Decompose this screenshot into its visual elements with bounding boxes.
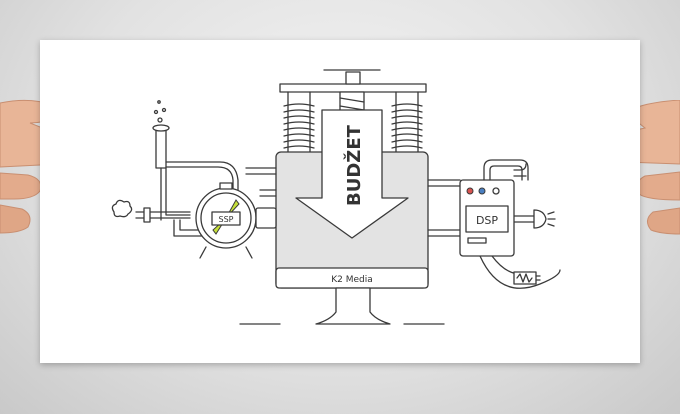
dsp-screen: [465, 205, 509, 233]
dial-connector: [255, 207, 277, 229]
press-top-bar: [279, 83, 427, 93]
dial-legs: [199, 246, 253, 259]
connector-pipe: [259, 189, 277, 197]
knob-red: [466, 187, 474, 195]
dial-label: SSP: [219, 215, 234, 224]
bulb-icon: [533, 209, 556, 229]
dsp-top-pipe: [483, 159, 529, 181]
machine-illustration: K2 Media BUDŽET: [111, 69, 561, 325]
left-pipes: [135, 124, 277, 237]
machine-stand: [315, 287, 391, 325]
press-screw-head: [345, 71, 361, 85]
right-pipes: [427, 163, 561, 289]
screen-label: K2 Media: [331, 275, 373, 285]
steam-puff: [111, 199, 133, 218]
budget-arrow: [295, 109, 409, 239]
dsp-slot: [467, 237, 487, 244]
plug-prongs: [535, 275, 541, 281]
right-spring: [391, 91, 423, 153]
resistor-icon: [516, 273, 533, 283]
bubbles: [153, 100, 167, 123]
knob-white: [492, 187, 500, 195]
monitor-label: DSP: [476, 214, 498, 227]
knob-blue: [478, 187, 486, 195]
left-spring: [283, 91, 315, 153]
arrow-label: BUDŽET: [343, 124, 365, 206]
dial-label-box: [211, 211, 241, 226]
paper-sheet: K2 Media BUDŽET: [40, 40, 640, 363]
dial-knob: [219, 182, 233, 190]
